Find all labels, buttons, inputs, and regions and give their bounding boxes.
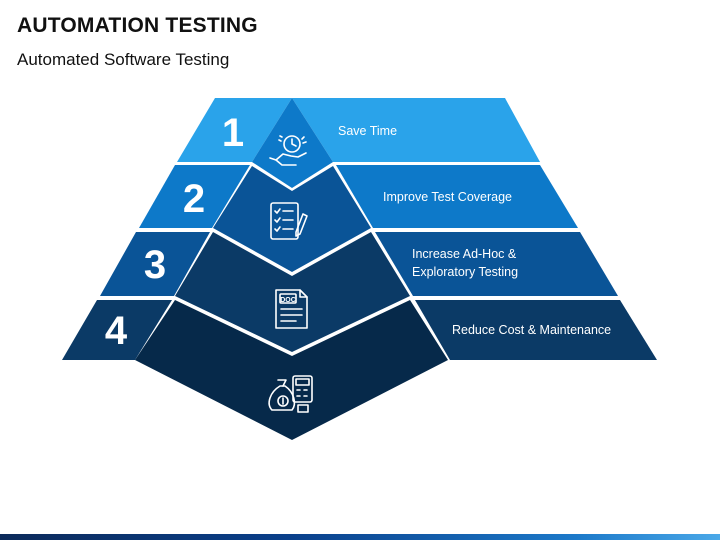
doc-file-icon: DOC [275,289,308,329]
pyramid-level-2 [139,165,578,272]
level-1-number: 1 [222,111,244,155]
level-3-number: 3 [144,243,166,287]
level-3-label-line-1: Increase Ad-Hoc & [412,247,517,261]
level-4-label: Reduce Cost & Maintenance [452,323,611,337]
level-4-number: 4 [105,309,128,353]
hand-clock-icon [269,135,307,166]
level-4-right-band [415,300,657,360]
level-4-left-band [62,300,172,360]
level-3-left-band [100,232,210,296]
page-subtitle: Automated Software Testing [17,50,230,69]
level-3-label-line-2: Exploratory Testing [412,265,518,279]
pyramid-level-3 [100,232,618,352]
level-3-right-band [375,232,618,296]
level-2-label: Improve Test Coverage [383,190,512,204]
level-2-number: 2 [183,177,205,221]
level-2-left-band [139,165,250,228]
level-2-right-band [336,165,578,228]
page-title: AUTOMATION TESTING [17,14,258,37]
doc-icon-text: DOC [280,297,296,304]
level-1-label: Save Time [338,124,397,138]
money-bag-calculator-icon [268,375,313,413]
level-3-center-chevron [175,232,410,352]
level-2-center-chevron [213,166,371,272]
checklist-icon [270,202,308,240]
level-1-left-band [177,98,292,162]
level-4-center-chevron [135,300,448,440]
bottom-accent-bar [0,534,720,540]
level-1-right-band [292,98,540,162]
pyramid-level-4 [62,300,657,440]
